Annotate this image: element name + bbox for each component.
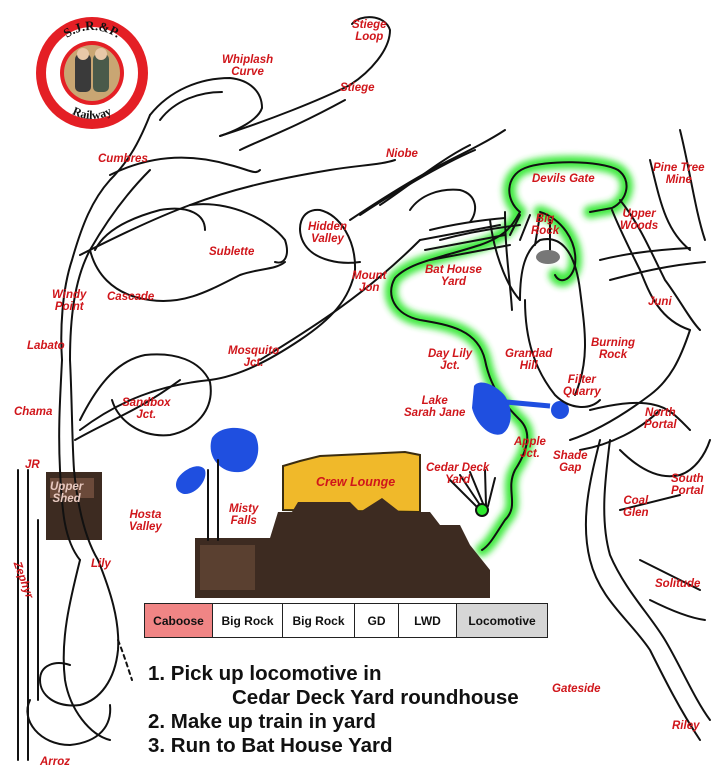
label-juni: Juni (648, 296, 672, 308)
label-lake-sarah-jane: Lake Sarah Jane (404, 395, 465, 419)
label-chama: Chama (14, 406, 52, 418)
label-hosta-valley: Hosta Valley (129, 509, 162, 533)
instruction-steps: 1. Pick up locomotive in Cedar Deck Yard… (148, 662, 668, 758)
label-south-portal: South Portal (671, 473, 704, 497)
label-riley: Riley (672, 720, 700, 732)
label-filter-quarry: Filter Quarry (563, 374, 601, 398)
rock-feature (536, 250, 560, 264)
car-big-rock-1: Big Rock (213, 604, 283, 637)
label-cedar-deck-yard: Cedar Deck Yard (426, 462, 489, 486)
step-2: 2. Make up train in yard (148, 710, 668, 734)
step-3: 3. Run to Bat House Yard (148, 734, 668, 758)
label-day-lily-jct: Day Lily Jct. (428, 348, 472, 372)
label-burning-rock: Burning Rock (591, 337, 635, 361)
label-niobe: Niobe (386, 148, 418, 160)
label-mosquito-jct: Mosquito Jct. (228, 345, 279, 369)
label-mount-jon: Mount Jon (352, 270, 386, 294)
label-apple-jct: Apple Jct. (514, 436, 546, 460)
label-big-rock: Big Rock (531, 213, 559, 237)
car-lwd: LWD (399, 604, 457, 637)
label-upper-shed: Upper Shed (50, 481, 83, 505)
label-cascade: Cascade (107, 291, 154, 303)
railway-logo: S.J.R.&P. Railway (33, 14, 151, 132)
label-grandad-hill: Grandad Hill (505, 348, 552, 372)
car-locomotive: Locomotive (457, 604, 547, 637)
label-cumbres: Cumbres (98, 153, 148, 165)
label-misty-falls: Misty Falls (229, 503, 258, 527)
label-whiplash-curve: Whiplash Curve (222, 54, 273, 78)
label-devils-gate: Devils Gate (532, 173, 595, 185)
label-crew-lounge: Crew Lounge (316, 476, 395, 488)
label-shade-gap: Shade Gap (553, 450, 588, 474)
label-pine-tree-mine: Pine Tree Mine (653, 162, 705, 186)
car-big-rock-2: Big Rock (283, 604, 355, 637)
label-sublette: Sublette (209, 246, 254, 258)
label-solitude: Solitude (655, 578, 700, 590)
label-stiege: Stiege (340, 82, 375, 94)
car-caboose: Caboose (145, 604, 213, 637)
car-gd: GD (355, 604, 399, 637)
label-lily: Lily (91, 558, 111, 570)
label-sandbox-jct: Sandbox Jct. (122, 397, 171, 421)
step-1-continued: Cedar Deck Yard roundhouse (148, 686, 668, 710)
train-consist: Caboose Big Rock Big Rock GD LWD Locomot… (144, 603, 548, 638)
label-hidden-valley: Hidden Valley (308, 221, 347, 245)
label-windy-point: Windy Point (52, 289, 86, 313)
step-1: 1. Pick up locomotive in (148, 662, 668, 686)
label-stiege-loop: Stiege Loop (352, 19, 387, 43)
yard-buildings (46, 472, 490, 598)
label-coal-glen: Coal Glen (623, 495, 649, 519)
label-jr: JR (25, 459, 40, 471)
label-bat-house-yard: Bat House Yard (425, 264, 482, 288)
label-upper-woods: Upper Woods (620, 208, 658, 232)
label-north-portal: North Portal (644, 407, 677, 431)
label-arroz: Arroz (40, 756, 70, 768)
label-labato: Labato (27, 340, 65, 352)
